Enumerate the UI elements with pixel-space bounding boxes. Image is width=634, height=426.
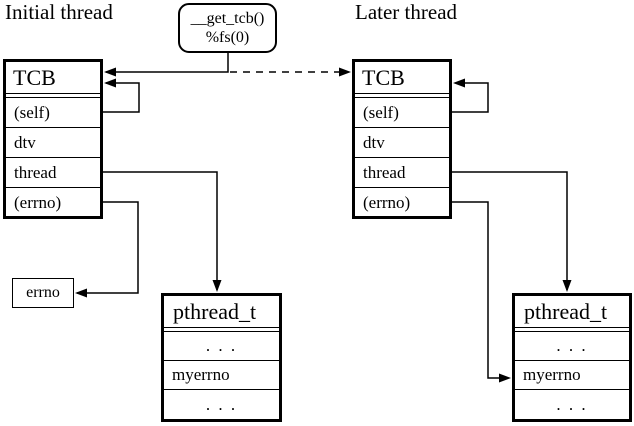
pthread-table-initial: pthread_t . . . myerrno . . . [161,293,282,422]
tcb-row-self: (self) [6,98,100,128]
pthread-row-dots-top: . . . [515,332,629,361]
arrowhead-self-loop-initial [104,78,116,88]
arrowhead-into-errno-box [75,288,87,298]
errno-pointer-initial [77,201,139,294]
errno-pointer-later [452,201,508,379]
tcb-row-thread: thread [355,158,449,188]
pthread-header-later: pthread_t [515,296,629,328]
double-separator [6,94,100,98]
fs-register-label: %fs(0) [205,29,250,46]
double-separator [355,94,449,98]
thread-to-pthread-initial [103,171,218,290]
arrowhead-self-loop-later [453,78,465,88]
tcb-table-later: TCB (self) dtv thread (errno) [352,59,452,219]
tcb-header-initial: TCB [6,62,100,94]
double-separator [164,328,279,332]
initial-thread-label: Initial thread [5,0,113,24]
pthread-table-later: pthread_t . . . myerrno . . . [512,293,632,422]
double-separator [515,328,629,332]
get-tcb-to-initial-tcb-line [106,53,229,73]
pthread-row-dots-bottom: . . . [205,394,238,414]
later-thread-label: Later thread [355,0,458,24]
pthread-row-myerrno: myerrno [164,361,279,390]
tcb-row-dtv: dtv [6,128,100,158]
tcb-table-initial: TCB (self) dtv thread (errno) [3,59,103,219]
pthread-header-initial: pthread_t [164,296,279,328]
errno-label: errno [26,284,60,301]
tcb-row-self: (self) [355,98,449,128]
tcb-header-later: TCB [355,62,449,94]
self-loop-initial [103,82,140,113]
errno-box: errno [12,278,74,308]
arrowhead-into-initial-tcb [104,67,116,77]
pthread-row-dots-bottom: . . . [556,394,588,414]
pthread-row-dots-top: . . . [164,332,279,361]
arrowhead-into-later-tcb [339,67,351,77]
get-tcb-function-label: __get_tcb() [190,10,265,27]
tcb-row-errno: (errno) [363,193,411,212]
arrowhead-into-pthread-initial [212,280,222,292]
arrowhead-into-myerrno-later [499,373,511,383]
pthread-row-myerrno: myerrno [515,361,629,390]
thread-to-pthread-later [452,171,568,290]
self-loop-later [452,82,489,113]
arrowhead-into-pthread-later [562,280,572,292]
get-tcb-box: __get_tcb() %fs(0) [178,3,277,53]
tcb-row-dtv: dtv [355,128,449,158]
tcb-row-thread: thread [6,158,100,188]
tcb-row-errno: (errno) [14,193,62,212]
